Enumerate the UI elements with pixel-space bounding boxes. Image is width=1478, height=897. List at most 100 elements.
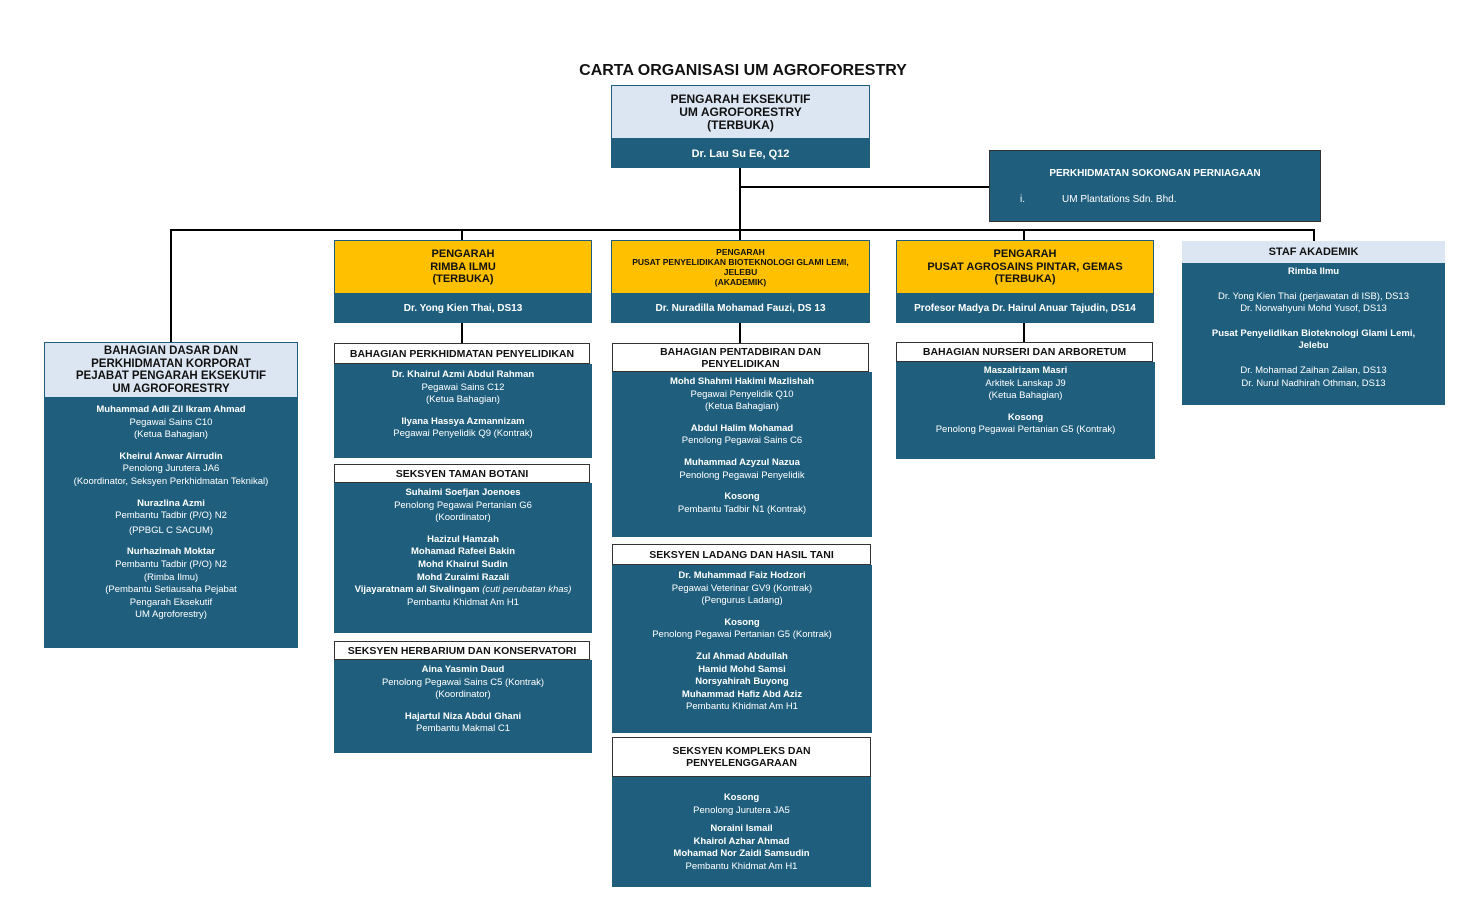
header-line: BAHAGIAN PENTADBIRAN DAN bbox=[660, 345, 821, 358]
header-line: UM AGROFORESTRY bbox=[112, 382, 230, 395]
staff-name-row: Vijayaratnam a/l Sivalingam (cuti peruba… bbox=[334, 584, 592, 597]
staff-role: UM Agroforestry) bbox=[135, 609, 207, 621]
header-line: (TERBUKA) bbox=[432, 273, 494, 286]
staff-role: (Ketua Bahagian) bbox=[988, 390, 1063, 402]
staff-name: Norsyahirah Buyong bbox=[695, 676, 789, 688]
staff-role: (Ketua Bahagian) bbox=[705, 401, 779, 413]
connector bbox=[739, 322, 741, 343]
staff-name: Dr. Khairul Azmi Abdul Rahman bbox=[391, 369, 535, 380]
header-line: SEKSYEN KOMPLEKS DAN bbox=[672, 745, 811, 757]
staff-role: Penolong Pegawai Penyelidik bbox=[679, 469, 805, 481]
academic-staff-panel: Rimba Ilmu Dr. Yong Kien Thai (perjawata… bbox=[1182, 263, 1445, 405]
staff-name: Maszalrizam Masri bbox=[983, 365, 1068, 376]
staff-name: Nurazlina Azmi bbox=[137, 497, 205, 509]
staff-note: (cuti perubatan khas) bbox=[482, 584, 572, 596]
botani-section-panel: Suhaimi Soefjan Joenoes Penolong Pegawai… bbox=[334, 483, 592, 633]
staff-role: Pegawai Penyelidik Q10 bbox=[690, 388, 794, 400]
staff-role: Penolong Jurutera JA5 bbox=[693, 804, 790, 816]
connector bbox=[1313, 229, 1315, 242]
admin-research-header: BAHAGIAN PENTADBIRAN DAN PENYELIDIKAN bbox=[612, 343, 869, 372]
staff-role: Pembantu Khidmat Am H1 bbox=[407, 596, 519, 608]
staff-role: (Pengurus Ladang) bbox=[701, 595, 783, 607]
herbarium-section-panel: Aina Yasmin Daud Penolong Pegawai Sains … bbox=[334, 660, 592, 753]
nurseri-section-header: BAHAGIAN NURSERI DAN ARBORETUM bbox=[896, 342, 1153, 362]
staff-role: Pembantu Tadbir N1 (Kontrak) bbox=[677, 503, 807, 515]
staff-name: Dr. Nurul Nadhirah Othman, DS13 bbox=[1241, 377, 1386, 389]
staff-role: (Koordinator) bbox=[435, 512, 491, 524]
staff-name: Aina Yasmin Daud bbox=[421, 664, 505, 675]
staff-name: Mohd Zuraimi Razali bbox=[416, 571, 510, 583]
research-services-panel: Dr. Khairul Azmi Abdul Rahman Pegawai Sa… bbox=[334, 364, 592, 458]
research-services-header: BAHAGIAN PERKHIDMATAN PENYELIDIKAN bbox=[334, 343, 590, 364]
business-support-title: PERKHIDMATAN SOKONGAN PERNIAGAAN bbox=[1049, 168, 1261, 179]
staff-name: Kosong bbox=[1007, 411, 1044, 423]
staff-role: (Rimba Ilmu) bbox=[143, 571, 199, 583]
agrosains-header: PENGARAH PUSAT AGROSAINS PINTAR, GEMAS (… bbox=[896, 240, 1154, 294]
corporate-staff-panel: Muhammad Adli Zil Ikram Ahmad Pegawai Sa… bbox=[44, 398, 298, 648]
header-line: PENYELENGGARAAN bbox=[686, 757, 797, 769]
staff-role: Penolong Pegawai Pertanian G5 (Kontrak) bbox=[652, 629, 832, 641]
header-line: UM AGROFORESTRY bbox=[679, 104, 802, 119]
staff-role: Pembantu Makmal C1 bbox=[416, 723, 510, 735]
connector bbox=[739, 186, 990, 188]
staff-role: Penolong Pegawai Sains C6 bbox=[681, 435, 803, 447]
staff-name: Ilyana Hassya Azmannizam bbox=[401, 415, 525, 427]
header-line: PENYELIDIKAN bbox=[701, 357, 780, 370]
executive-director-header: PENGARAH EKSEKUTIF UM AGROFORESTRY (TERB… bbox=[611, 85, 870, 139]
staff-name: Hamid Mohd Samsi bbox=[698, 663, 786, 675]
staff-role: Pegawai Penyelidik Q9 (Kontrak) bbox=[393, 428, 533, 440]
staff-name: Mohamad Nor Zaidi Samsudin bbox=[673, 848, 810, 860]
header-line: PEJABAT PENGARAH EKSEKUTIF bbox=[75, 370, 267, 382]
header-line: PENGARAH bbox=[431, 248, 495, 261]
staff-name: Khairol Azhar Ahmad bbox=[693, 835, 790, 847]
staff-role: Pembantu Khidmat Am H1 bbox=[686, 701, 798, 713]
staff-role: (Koordinator, Seksyen Perkhidmatan Tekni… bbox=[73, 475, 269, 487]
staff-role: Penolong Pegawai Sains C5 (Kontrak) bbox=[381, 676, 545, 688]
staff-role: (Pembantu Setiausaha Pejabat bbox=[105, 584, 237, 596]
staff-name: Abdul Halim Mohamad bbox=[690, 422, 794, 434]
staff-role: Penolong Pegawai Pertanian G6 bbox=[394, 499, 532, 511]
kompleks-section-header: SEKSYEN KOMPLEKS DAN PENYELENGGARAAN bbox=[612, 737, 871, 777]
staff-name: Dr. Norwahyuni Mohd Yusof, DS13 bbox=[1240, 303, 1387, 315]
staff-role: Pembantu Khidmat Am H1 bbox=[685, 860, 798, 872]
staff-name: Vijayaratnam a/l Sivalingam bbox=[354, 584, 480, 596]
staff-name: Hajartul Niza Abdul Ghani bbox=[404, 710, 522, 722]
staff-name: Muhammad Hafiz Abd Aziz bbox=[681, 688, 803, 700]
staff-name: Dr. Mohamad Zaihan Zailan, DS13 bbox=[1240, 364, 1387, 376]
business-item-number: i. bbox=[1020, 194, 1025, 205]
business-item: UM Plantations Sdn. Bhd. bbox=[1062, 194, 1177, 205]
staff-name: Muhammad Adli Zil Ikram Ahmad bbox=[96, 404, 246, 415]
group-label: Jelebu bbox=[1298, 340, 1329, 352]
staff-name: Kheirul Anwar Airrudin bbox=[119, 450, 223, 462]
header-line: (TERBUKA) bbox=[707, 117, 774, 132]
corporate-division-header: BAHAGIAN DASAR DAN PERKHIDMATAN KORPORAT… bbox=[44, 342, 298, 398]
header-line: JELEBU bbox=[723, 267, 758, 277]
chart-title: CARTA ORGANISASI UM AGROFORESTRY bbox=[579, 62, 907, 79]
staff-role: Pembantu Tadbir (P/O) N2 bbox=[115, 558, 227, 570]
staff-role: Penolong Jurutera JA6 bbox=[122, 463, 220, 475]
kompleks-section-panel: Kosong Penolong Jurutera JA5 Noraini Ism… bbox=[612, 777, 871, 887]
staff-name: Mohd Shahmi Hakimi Mazlishah bbox=[669, 376, 815, 387]
agrosains-director-name: Profesor Madya Dr. Hairul Anuar Tajudin,… bbox=[896, 294, 1154, 323]
staff-name: Zul Ahmad Abdullah bbox=[696, 650, 788, 662]
staff-name: Muhammad Azyzul Nazua bbox=[684, 456, 800, 468]
rimba-ilmu-director-name: Dr. Yong Kien Thai, DS13 bbox=[334, 294, 592, 323]
header-line: (AKADEMIK) bbox=[714, 277, 767, 287]
connector bbox=[739, 229, 741, 241]
header-line: PERKHIDMATAN KORPORAT bbox=[91, 357, 251, 370]
staff-name: Dr. Yong Kien Thai (perjawatan di ISB), … bbox=[1218, 290, 1409, 302]
staff-name: Hazizul Hamzah bbox=[427, 533, 499, 545]
staff-name: Noraini Ismail bbox=[710, 823, 773, 835]
staff-role: Pegawai Sains C12 bbox=[421, 381, 505, 393]
staff-name: Kosong bbox=[724, 491, 760, 503]
staff-role: Pembantu Tadbir (P/O) N2 bbox=[115, 510, 227, 522]
connector bbox=[1023, 322, 1025, 343]
header-line: PUSAT PENYELIDIKAN BIOTEKNOLOGI GLAMI LE… bbox=[632, 257, 849, 267]
nurseri-section-panel: Maszalrizam Masri Arkitek Lanskap J9 (Ke… bbox=[896, 362, 1155, 459]
header-line: PENGARAH EKSEKUTIF bbox=[670, 91, 811, 106]
staff-name: Mohamad Rafeei Bakin bbox=[411, 546, 515, 558]
ladang-section-header: SEKSYEN LADANG DAN HASIL TANI bbox=[612, 544, 871, 565]
ladang-section-panel: Dr. Muhammad Faiz Hodzori Pegawai Veteri… bbox=[612, 565, 872, 733]
staff-role: Penolong Pegawai Pertanian G5 (Kontrak) bbox=[935, 424, 1116, 436]
connector bbox=[461, 229, 463, 241]
